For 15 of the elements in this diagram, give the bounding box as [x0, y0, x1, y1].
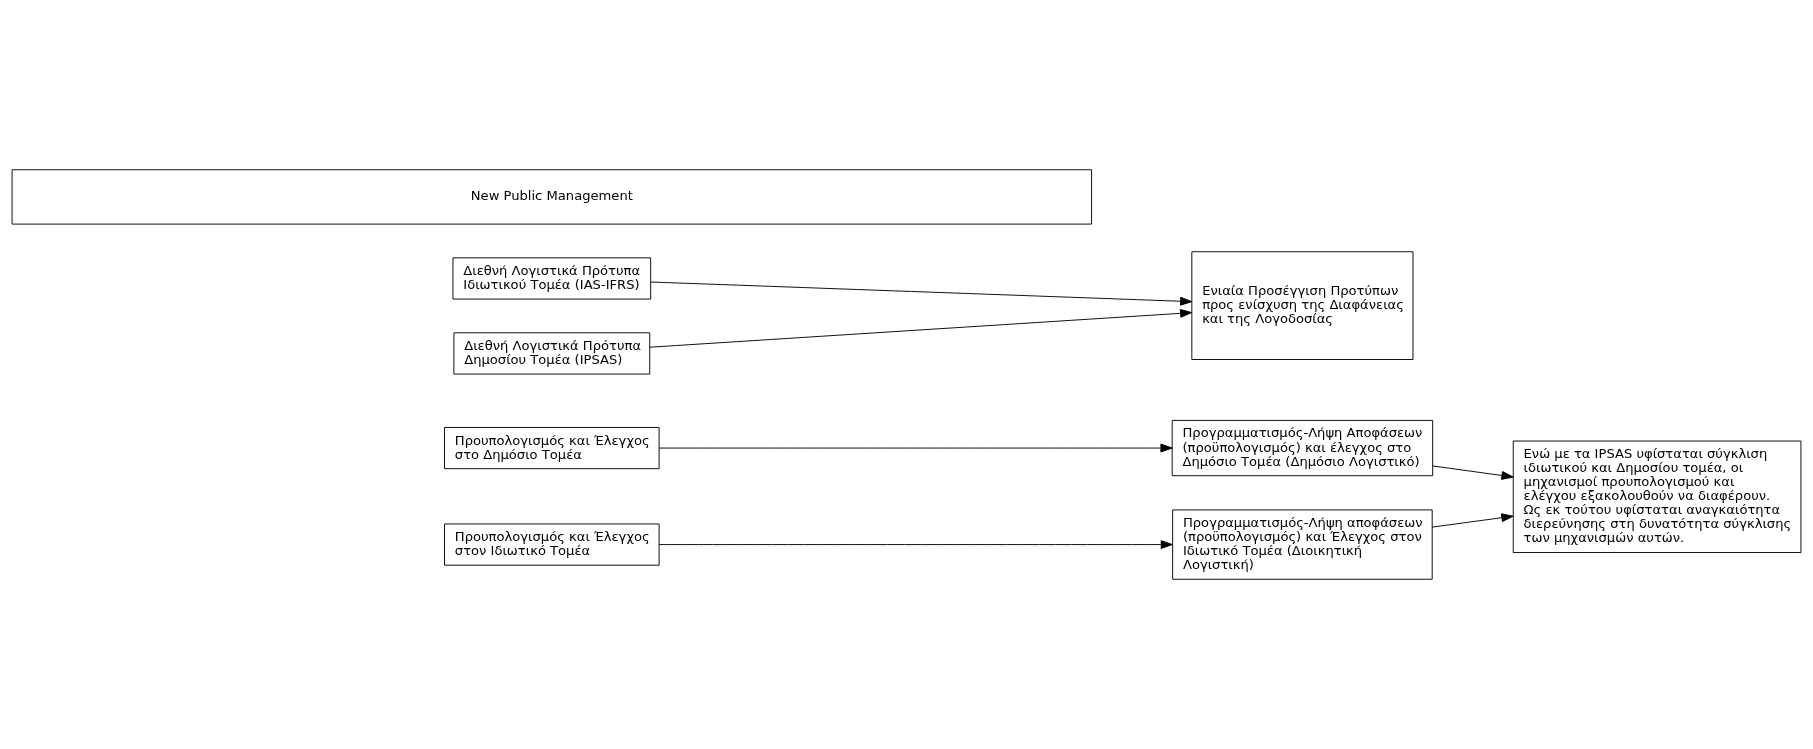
arrow — [1431, 513, 1514, 528]
node-box: Ενώ με τα IPSAS υφίσταται σύγκλιση ιδιωτικού και Δημοσίου τομέα, οι μηχανισμοί προυπολογισμού και ελέγχου εξακολουθούν να διαφέρουν. Ως εκ τούτου υφίσταται αναγκαιότητα διερεύνησης στη δυνατότητα σύγκλισης των μηχανισμών αυτών. — [1512, 440, 1802, 553]
arrow — [650, 281, 1193, 306]
arrow — [658, 443, 1173, 453]
arrow — [1432, 465, 1514, 480]
node-box: Ενιαία Προσέγγιση Προτύπων προς ενίσχυση της Διαφάνειας και της Λογοδοσίας — [1191, 251, 1414, 360]
node-box: Προγραμματισμός-Λήψη Αποφάσεων (προϋπολογισμός) και έλεγχος στο Δημόσιο Τομέα (Δημόσιο Λογιστικό) — [1171, 419, 1434, 477]
node-box: Διεθνή Λογιστικά Πρότυπα Δημοσίου Τομέα (IPSAS) — [453, 332, 651, 375]
node-box: New Public Management — [11, 169, 1093, 225]
arrow — [658, 540, 1173, 549]
node-box: Προυπολογισμός και Έλεγχος στον Ιδιωτικό Τομέα — [444, 523, 660, 566]
node-box: Προγραμματισμός-Λήψη αποφάσεων (προϋπολογισμός) και Έλεγχος στον Ιδιωτικό Τομέα (Διοικητική Λογιστική) — [1172, 509, 1433, 580]
arrow — [649, 308, 1193, 348]
node-box: Προυπολογισμός και Έλεγχος στο Δημόσιο Τομέα — [444, 426, 660, 470]
node-box: Διεθνή Λογιστικά Πρότυπα Ιδιωτικού Τομέα (IAS-IFRS) — [452, 257, 652, 300]
